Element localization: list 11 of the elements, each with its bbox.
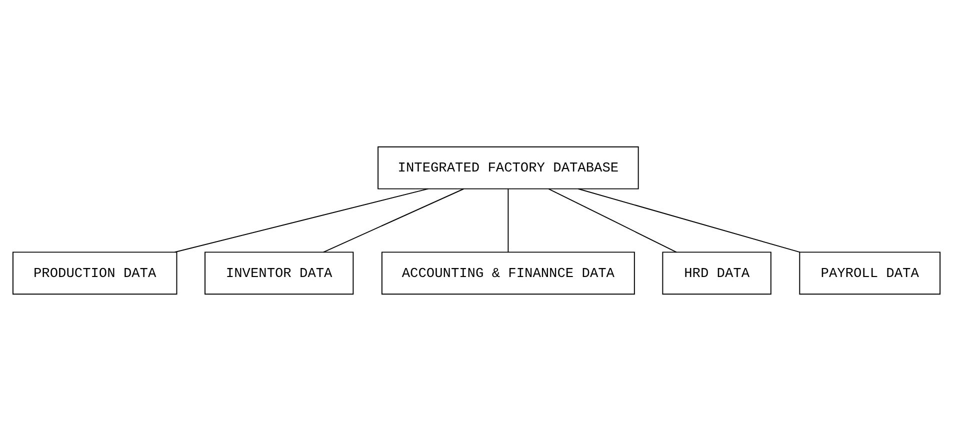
- connector: [548, 188, 677, 252]
- node-box: PAYROLL DATA: [799, 251, 941, 294]
- connector: [322, 188, 464, 252]
- connector: [578, 188, 800, 252]
- node-box: INTEGRATED FACTORY DATABASE: [378, 146, 639, 189]
- connector: [508, 188, 509, 252]
- connector: [174, 188, 429, 252]
- node-box: INVENTOR DATA: [204, 251, 354, 294]
- node-box: ACCOUNTING & FINANNCE DATA: [381, 251, 635, 294]
- node-box: HRD DATA: [662, 251, 772, 294]
- node-box: PRODUCTION DATA: [12, 251, 178, 294]
